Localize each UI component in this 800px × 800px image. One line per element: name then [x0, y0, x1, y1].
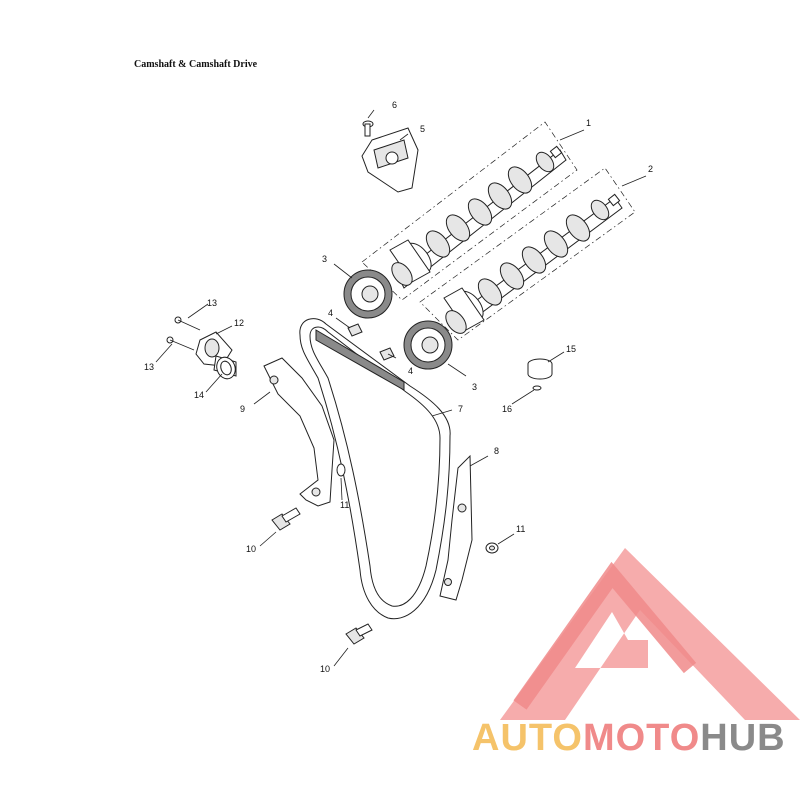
camshaft-lower-bracket: [419, 167, 636, 341]
automotohub-watermark: AUTOMOTOHUB: [472, 548, 800, 759]
page-title: Camshaft & Camshaft Drive: [134, 59, 258, 70]
callout-3-upper: 3: [322, 254, 327, 264]
callout-9: 9: [240, 404, 245, 414]
callout-numbers: 1 2 3 3 4 4 5 6 7 8 9 10 10 11 11 12 13 …: [144, 100, 653, 674]
callout-1: 1: [586, 118, 591, 128]
valve-shim: [532, 385, 542, 391]
callout-16: 16: [502, 404, 512, 414]
callout-11-right: 11: [516, 524, 525, 534]
tensioner-gasket: [216, 356, 236, 380]
chain-tensioner-rail: [263, 357, 335, 507]
callout-10-lower: 10: [320, 664, 330, 674]
watermark-hub-text: HUB: [700, 717, 785, 759]
tensioner-bolt-lower: [166, 336, 195, 351]
callout-3-lower: 3: [472, 382, 477, 392]
callout-4-upper: 4: [328, 308, 333, 318]
camshaft-bearing-cap: [361, 127, 419, 193]
callout-8: 8: [494, 446, 499, 456]
washer-left: [336, 463, 346, 477]
svg-text:AUTOMOTOHUB: AUTOMOTOHUB: [472, 717, 786, 759]
callout-2: 2: [648, 164, 653, 174]
guide-mounting-bolt: [345, 623, 373, 645]
callout-4-lower: 4: [408, 366, 413, 376]
timing-chain-guide: [439, 454, 473, 601]
camshaft-upper-bracket: [361, 121, 578, 301]
valve-tappet: [527, 358, 553, 380]
callout-13-upper: 13: [207, 298, 217, 308]
rail-pivot-bolt: [271, 507, 301, 531]
callout-13-lower: 13: [144, 362, 154, 372]
callout-10-upper: 10: [246, 544, 256, 554]
washer-right: [485, 542, 499, 554]
watermark-triangle-logo: [500, 548, 800, 720]
callout-11-left: 11: [340, 500, 349, 510]
watermark-inner-stroke: [513, 561, 697, 710]
watermark-auto-text: AUTO: [472, 717, 583, 759]
callout-12: 12: [234, 318, 244, 328]
callout-6: 6: [392, 100, 397, 110]
camshaft-sprocket-lower: [403, 320, 453, 370]
callout-7: 7: [458, 404, 463, 414]
leader-lines: [155, 109, 647, 667]
tensioner-bolt-upper: [174, 316, 201, 331]
camshaft-upper: [361, 121, 578, 301]
callout-5: 5: [420, 124, 425, 134]
callout-15: 15: [566, 344, 576, 354]
bearing-cap-bolt: [362, 120, 374, 137]
watermark-moto-text: MOTO: [583, 717, 700, 759]
callout-14: 14: [194, 390, 204, 400]
camshaft-lower: [419, 167, 636, 341]
sprocket-bolt-upper: [347, 323, 363, 337]
camshaft-sprocket-upper: [343, 269, 393, 319]
sprocket-bolt-lower: [379, 347, 395, 361]
timing-chain: [299, 318, 451, 620]
